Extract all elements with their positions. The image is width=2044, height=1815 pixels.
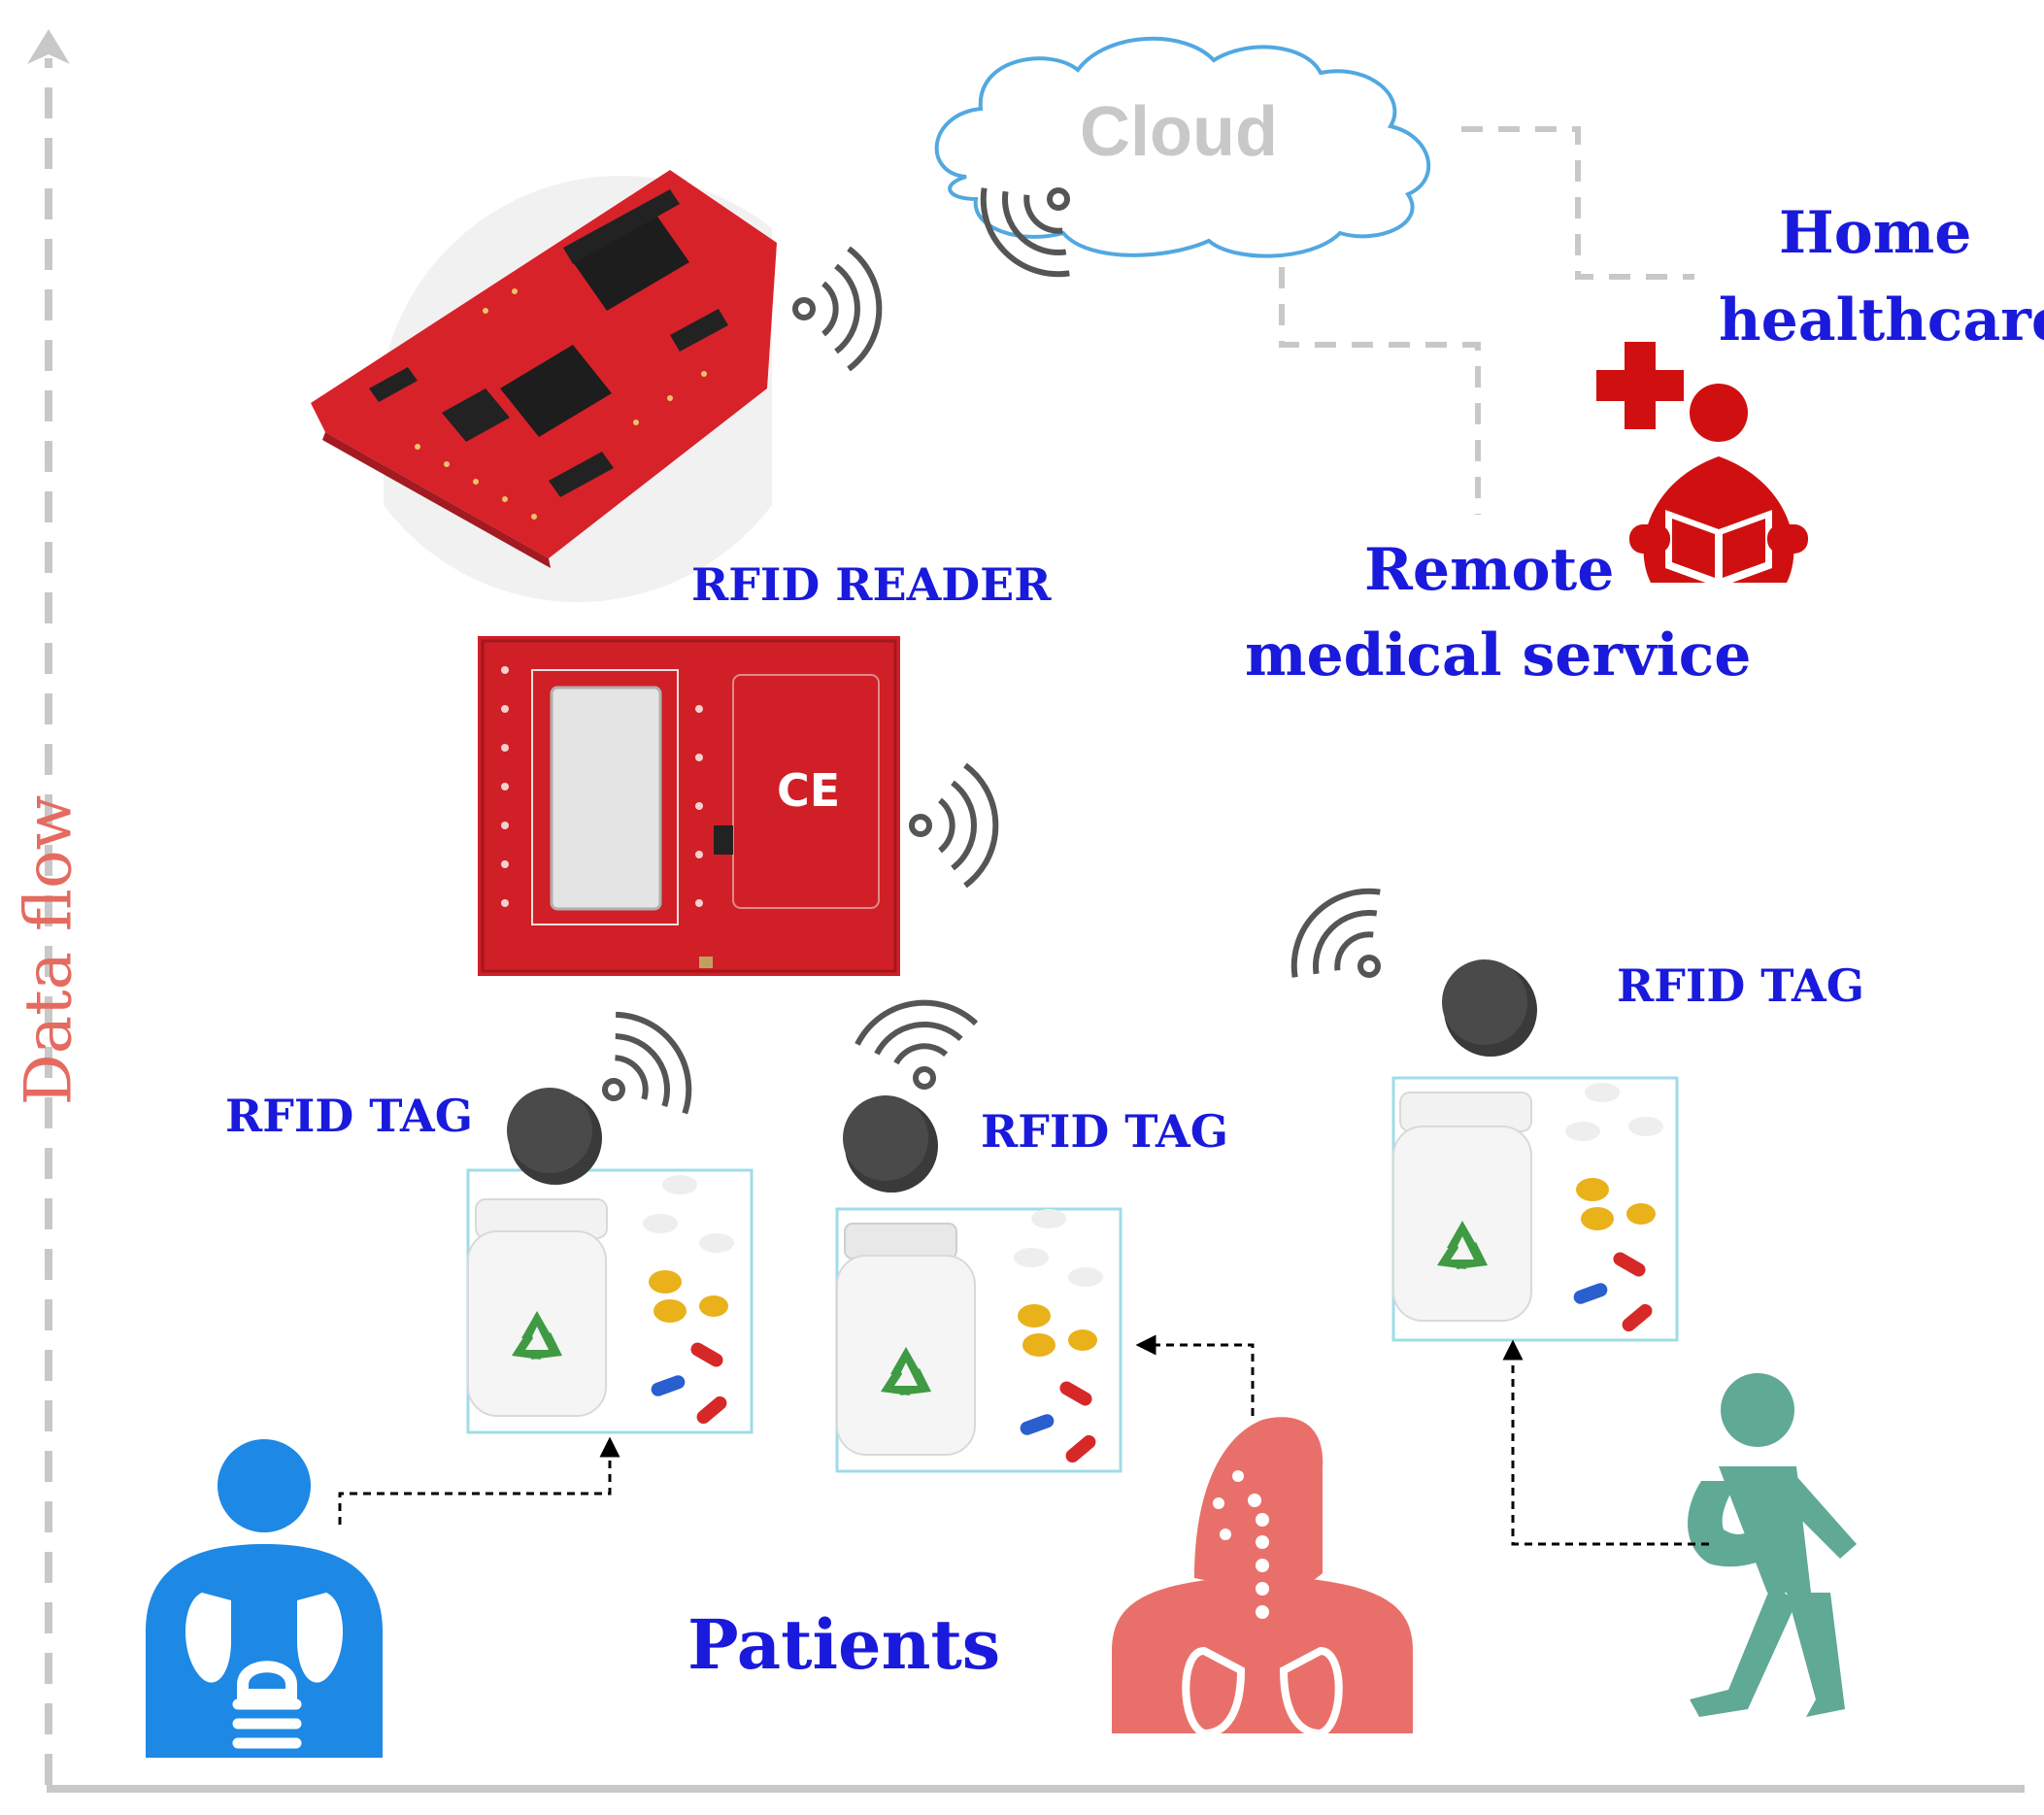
data-flow-axis (27, 29, 2025, 1793)
home-healthcare-label-line1: Home (1779, 199, 1972, 267)
nurse-reading-icon (1629, 384, 1808, 588)
medicine-bottle-1 (466, 1168, 754, 1434)
patients-label: Patients (687, 1604, 1001, 1685)
rfid-tag-label-1: RFID TAG (225, 1090, 473, 1142)
patient-digestive-icon (146, 1439, 383, 1758)
home-healthcare-label-line2: healthcare (1719, 286, 2044, 354)
medicine-bottle-2 (835, 1207, 1123, 1473)
microcontroller-board (311, 170, 777, 603)
medical-cross-icon (1596, 342, 1684, 429)
cloud-icon (934, 36, 1431, 258)
rfid-reader-label: RFID READER (691, 558, 1052, 611)
rfid-tag-label-2: RFID TAG (981, 1105, 1228, 1158)
patient-injured-arm-icon (1688, 1373, 1857, 1717)
rfid-reader-board: CE (478, 636, 900, 976)
svg-text:CE: CE (777, 764, 840, 817)
patient-arrows (338, 1334, 1709, 1546)
rfid-tag-label-3: RFID TAG (1617, 959, 1864, 1012)
medicine-bottle-3 (1391, 1076, 1679, 1342)
cloud-connectors (1279, 126, 1694, 515)
data-flow-axis-label: Data flow (11, 794, 86, 1106)
remote-medical-service-label-line2: medical service (1245, 622, 1752, 689)
remote-medical-service-label-line1: Remote (1364, 536, 1615, 604)
rfid-tag-chip-3 (1442, 959, 1537, 1057)
rfid-tag-chip-2 (843, 1095, 938, 1193)
cloud-label: Cloud (1080, 93, 1278, 171)
patient-respiratory-icon (1112, 1417, 1413, 1738)
